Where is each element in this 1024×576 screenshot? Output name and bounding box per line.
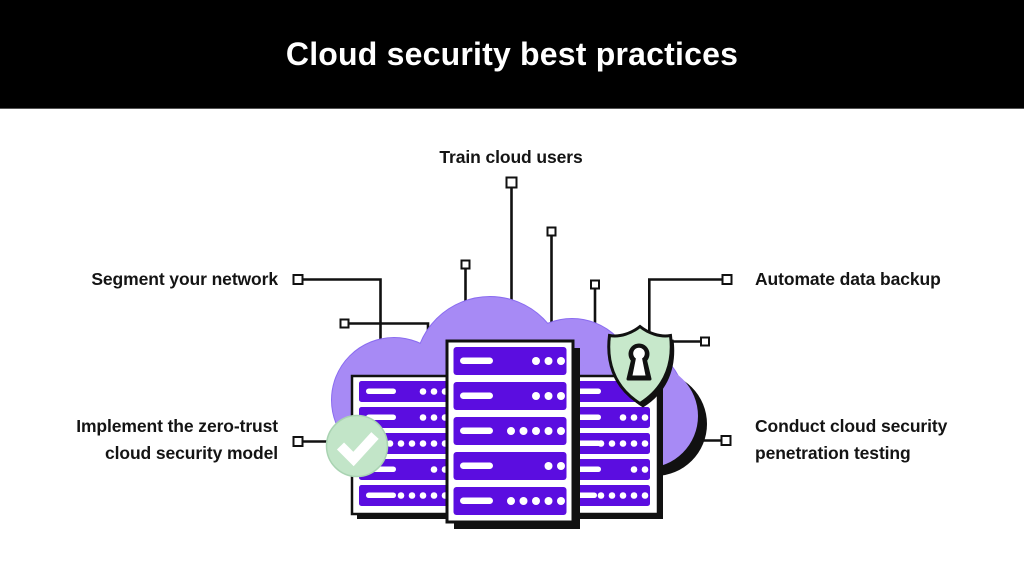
connector-square-icon [720,435,732,446]
page-title: Cloud security best practices [285,35,739,72]
keyhole-icon [626,343,652,381]
label-implement-zero-trust: Implement the zero-trust cloud security … [76,416,278,463]
connector-square-icon [460,259,471,270]
rack-details [366,388,649,499]
rack-details [460,357,565,505]
segment-connector-line [303,278,382,362]
check-circle-icon [325,414,389,478]
connector-square-icon [721,274,733,285]
connector-square-icon [505,176,518,189]
connector-square-icon [339,318,350,329]
label-segment-your-network: Segment your network [91,269,278,289]
connector-square-icon [700,336,710,347]
checkmark [336,432,379,467]
shield-lock-icon [607,324,675,408]
connector-squares [292,176,733,447]
connector-square-icon [292,436,304,447]
label-automate-data-backup: Automate data backup [755,269,941,289]
header-bar: Cloud security best practices [0,0,1024,109]
connector-square-icon [292,274,304,285]
server-rack-front-icon [445,339,580,529]
label-train-cloud-users: Train cloud users [439,147,583,167]
connector-square-icon [546,226,557,237]
connector-square-icon [590,279,600,290]
automate-connector-line [648,278,723,345]
label-conduct-pen-testing: Conduct cloud security penetration testi… [755,416,948,463]
